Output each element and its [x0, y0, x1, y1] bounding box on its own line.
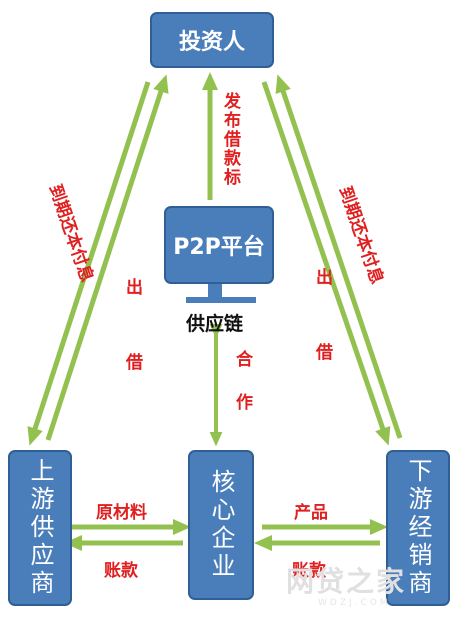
- cooperate-label: 合 作: [232, 350, 252, 420]
- downstream-label: 下游经销商: [404, 458, 432, 598]
- arrow-upstream-lend: [45, 74, 169, 441]
- raw-material-label: 原材料: [96, 503, 147, 523]
- arrow-downstream-lend: [275, 74, 403, 439]
- right-lend-label: 出 借: [312, 268, 332, 386]
- downstream-node: 下游经销商: [386, 450, 450, 606]
- arrow-upstream-repay: [27, 81, 151, 446]
- investor-label: 投资人: [178, 30, 245, 55]
- left-payment-label: 账款: [104, 561, 138, 581]
- watermark-url: WDZJ.COM: [318, 598, 391, 608]
- product-label: 产品: [294, 503, 328, 523]
- left-lend-label: 出 借: [122, 278, 142, 396]
- core-node: 核心企业: [188, 450, 254, 600]
- publish-loan-label: 发布借款标: [220, 92, 240, 187]
- upstream-node: 上游供应商: [8, 450, 72, 606]
- right-payment-label: 账款: [292, 561, 326, 581]
- platform-stand-base: [186, 297, 256, 303]
- watermark-logo: 网贷之家: [286, 565, 407, 598]
- arrow-downstream-repay: [261, 81, 391, 446]
- supply-chain-label: 供应链: [186, 313, 244, 335]
- investor-node: 投资人: [150, 12, 274, 68]
- core-label: 核心企业: [207, 469, 235, 581]
- platform-label: P2P平台: [173, 235, 265, 260]
- platform-node: P2P平台: [164, 206, 274, 284]
- platform-stand-neck: [208, 284, 222, 298]
- upstream-label: 上游供应商: [26, 458, 54, 598]
